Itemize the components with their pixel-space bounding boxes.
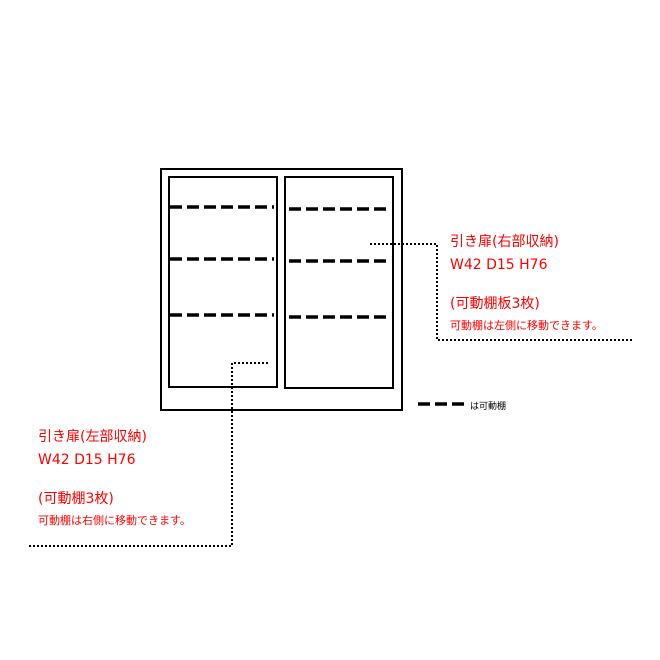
right-leader-line: [370, 243, 632, 341]
legend-label: は可動棚: [470, 402, 507, 412]
left-compartment: [168, 176, 278, 388]
left-leader-line: [28, 362, 268, 547]
cabinet-outline: [160, 168, 403, 411]
right-door-note: 可動棚は左側に移動できます。: [450, 319, 603, 332]
left-door-title: 引き扉(左部収納): [38, 429, 147, 445]
left-door-shelves: (可動棚3枚): [38, 491, 114, 507]
right-door-title: 引き扉(右部収納): [450, 234, 559, 250]
left-door-note: 可動棚は右側に移動できます。: [38, 514, 191, 527]
right-compartment: [284, 176, 394, 389]
right-door-size: W42 D15 H76: [450, 257, 548, 273]
left-door-size: W42 D15 H76: [38, 452, 136, 468]
right-door-shelves: (可動棚板3枚): [450, 296, 540, 312]
